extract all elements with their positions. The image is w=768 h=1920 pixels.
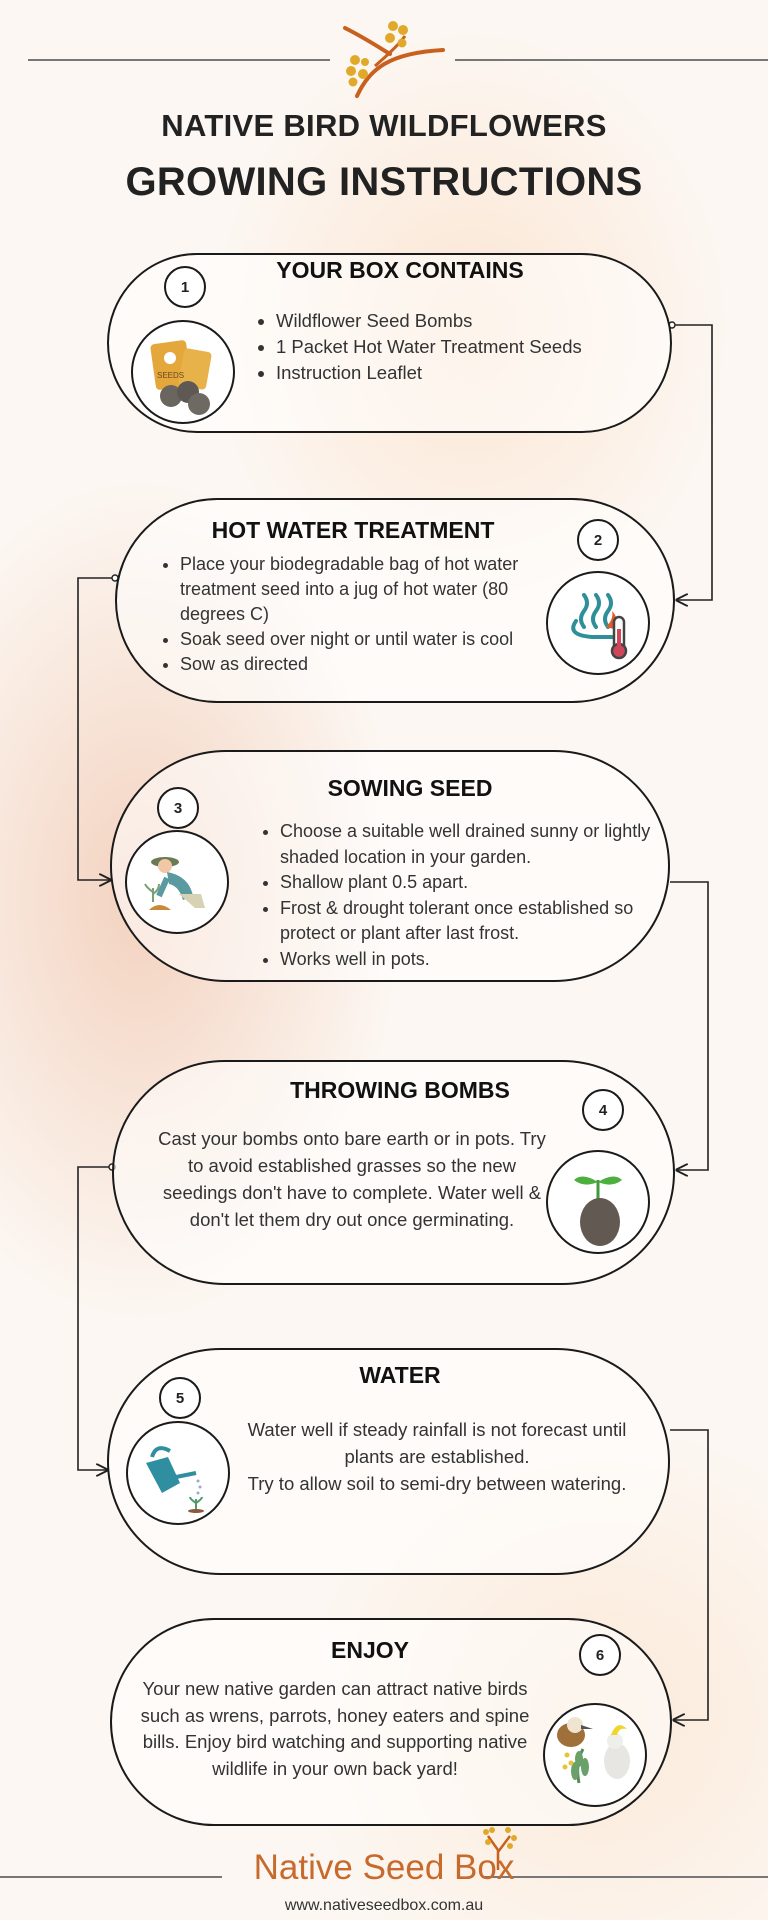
connector-5-6 (670, 1429, 709, 1720)
footer-divider-right (484, 1876, 768, 1878)
native-birds-icon (543, 1703, 647, 1807)
hot-water-thermometer-icon (546, 571, 650, 675)
list-item: 1 Packet Hot Water Treatment Seeds (276, 334, 676, 360)
step-5-text: Water well if steady rainfall is not for… (232, 1416, 642, 1497)
seed-bomb-sprout-icon (546, 1150, 650, 1254)
list-item: Frost & drought tolerant once establishe… (280, 896, 660, 947)
title-line2: GROWING INSTRUCTIONS (125, 160, 643, 204)
step-number-badge: 4 (582, 1089, 624, 1131)
connector-1-2 (672, 324, 713, 600)
gardener-planting-icon (125, 830, 229, 934)
step-4-text: Cast your bombs onto bare earth or in po… (158, 1128, 546, 1230)
website-link[interactable]: www.nativeseedbox.com.au (284, 1897, 484, 1914)
step-3-list: Choose a suitable well drained sunny or … (260, 819, 660, 972)
step-2-list: Place your biodegradable bag of hot wate… (160, 552, 575, 677)
step-6-text: Your new native garden can attract nativ… (140, 1678, 530, 1779)
seed-packets-icon: SEEDS (131, 320, 235, 424)
step-title: SOWING SEED (327, 775, 493, 801)
step-title: YOUR BOX CONTAINS (276, 257, 524, 283)
svg-text:SEEDS: SEEDS (157, 371, 184, 380)
step-title: THROWING BOMBS (290, 1077, 510, 1103)
step-title: ENJOY (331, 1637, 409, 1663)
watering-can-icon (126, 1421, 230, 1525)
header-divider-right (455, 59, 768, 61)
list-item: Works well in pots. (280, 947, 660, 973)
brand-logo-text: Native Seed Box (253, 1848, 515, 1887)
step-number-badge: 5 (159, 1377, 201, 1419)
title-line1: NATIVE BIRD WILDFLOWERS (161, 108, 607, 143)
list-item: Shallow plant 0.5 apart. (280, 870, 660, 896)
step-number-badge: 2 (577, 519, 619, 561)
step-1-list: Wildflower Seed Bombs 1 Packet Hot Water… (256, 308, 676, 386)
connector-4-5 (77, 1166, 112, 1470)
step-number-badge: 3 (157, 787, 199, 829)
text-line: Water well if steady rainfall is not for… (247, 1419, 627, 1467)
list-item: Place your biodegradable bag of hot wate… (180, 552, 575, 627)
step-number-badge: 6 (579, 1634, 621, 1676)
header-divider-left (28, 59, 330, 61)
list-item: Choose a suitable well drained sunny or … (280, 819, 660, 870)
text-line: Try to allow soil to semi-dry between wa… (247, 1473, 627, 1494)
list-item: Wildflower Seed Bombs (276, 308, 676, 334)
step-title: HOT WATER TREATMENT (211, 517, 495, 543)
step-number-badge: 1 (164, 266, 206, 308)
step-title: WATER (359, 1362, 441, 1388)
connector-2-3 (77, 577, 115, 880)
list-item: Soak seed over night or until water is c… (180, 627, 575, 652)
footer-divider-left (0, 1876, 222, 1878)
list-item: Instruction Leaflet (276, 360, 676, 386)
wattle-sprig-icon (343, 21, 445, 98)
list-item: Sow as directed (180, 652, 575, 677)
brand-wattle-icon (483, 1827, 517, 1870)
connector-3-4 (670, 881, 709, 1170)
